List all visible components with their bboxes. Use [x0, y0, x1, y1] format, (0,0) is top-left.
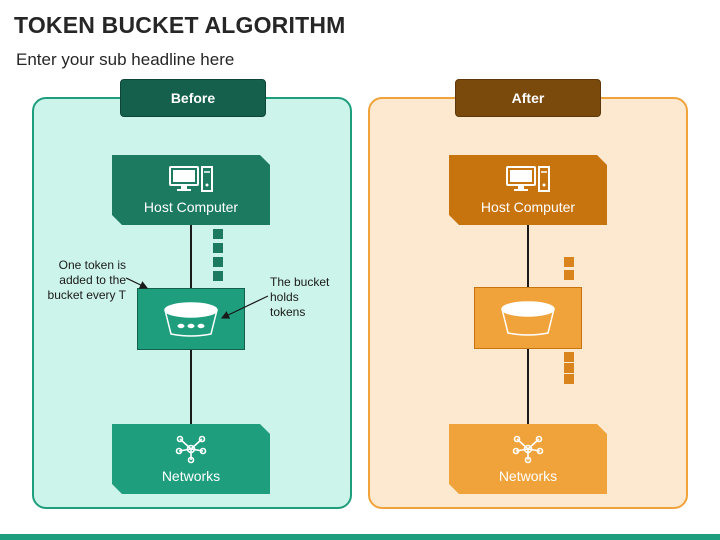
page-title: TOKEN BUCKET ALGORITHM — [14, 12, 346, 38]
before-bucket-box — [137, 288, 245, 350]
before-token — [213, 243, 223, 253]
after-networks-node: Networks — [449, 424, 607, 494]
after-connector-bottom — [527, 349, 529, 425]
network-icon — [511, 434, 545, 464]
before-connector-top — [190, 224, 192, 288]
before-networks-label: Networks — [161, 468, 221, 484]
after-token — [564, 352, 574, 362]
before-tab: Before — [120, 79, 266, 117]
after-connector-top — [527, 224, 529, 288]
after-host-label: Host Computer — [480, 199, 576, 215]
bucket-icon — [164, 302, 218, 337]
annotation-token-added: One token is added to the bucket every T — [47, 258, 126, 302]
before-token — [213, 257, 223, 267]
bucket-token-dot — [197, 323, 205, 329]
before-host-computer-node: Host Computer — [112, 155, 270, 225]
after-tab: After — [455, 79, 601, 117]
after-token — [564, 270, 574, 280]
network-icon — [174, 434, 208, 464]
after-bucket-box — [474, 287, 582, 349]
page-subtitle: Enter your sub headline here — [16, 50, 235, 69]
after-token — [564, 257, 574, 267]
bucket-icon — [501, 301, 555, 336]
annotation-bucket-holds: The bucket holds tokens — [270, 275, 330, 319]
bucket-token-dot — [187, 323, 195, 329]
after-token — [564, 363, 574, 373]
computer-icon — [168, 165, 214, 193]
before-networks-node: Networks — [112, 424, 270, 494]
after-token — [564, 374, 574, 384]
footer-bar — [0, 534, 720, 540]
after-host-computer-node: Host Computer — [449, 155, 607, 225]
bucket-token-dot — [177, 323, 185, 329]
before-token — [213, 229, 223, 239]
after-networks-label: Networks — [498, 468, 558, 484]
before-token — [213, 271, 223, 281]
before-host-label: Host Computer — [143, 199, 239, 215]
computer-icon — [505, 165, 551, 193]
before-connector-bottom — [190, 349, 192, 425]
